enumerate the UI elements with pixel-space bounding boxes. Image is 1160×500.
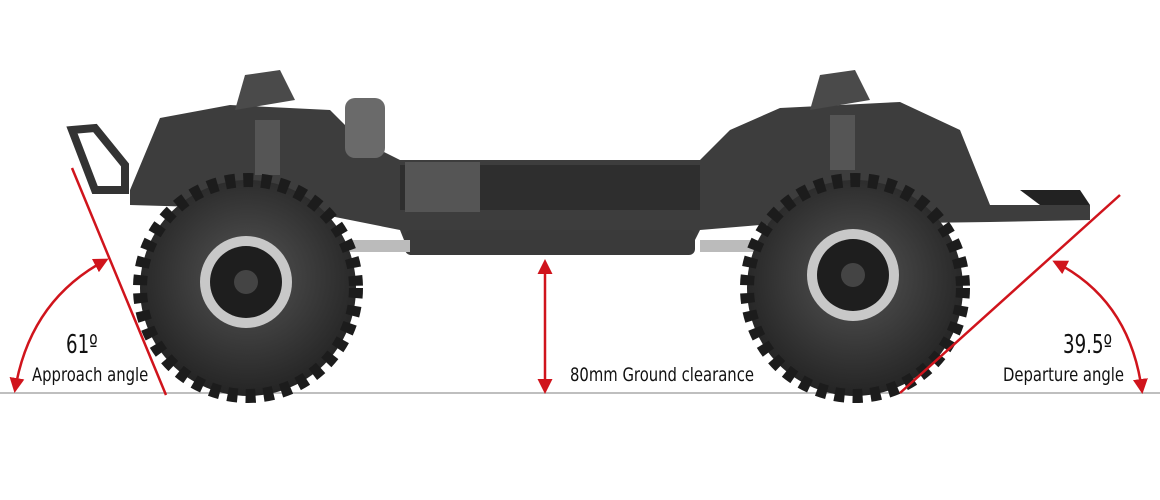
annotations [9, 167, 1148, 396]
approach-angle-arc [9, 258, 109, 393]
departure-angle-arc [1052, 260, 1148, 394]
approach-angle-label: Approach angle [32, 364, 149, 386]
rear-wheel [740, 173, 970, 403]
approach-angle-line [70, 167, 168, 396]
departure-angle-line [899, 194, 1121, 394]
departure-angle-value: 39.5º [1063, 330, 1113, 360]
ground-clearance-label: 80mm Ground clearance [570, 364, 754, 386]
approach-angle-value: 61º [66, 330, 98, 360]
departure-angle-label: Departure angle [1003, 364, 1125, 386]
front-wheel [133, 173, 363, 403]
